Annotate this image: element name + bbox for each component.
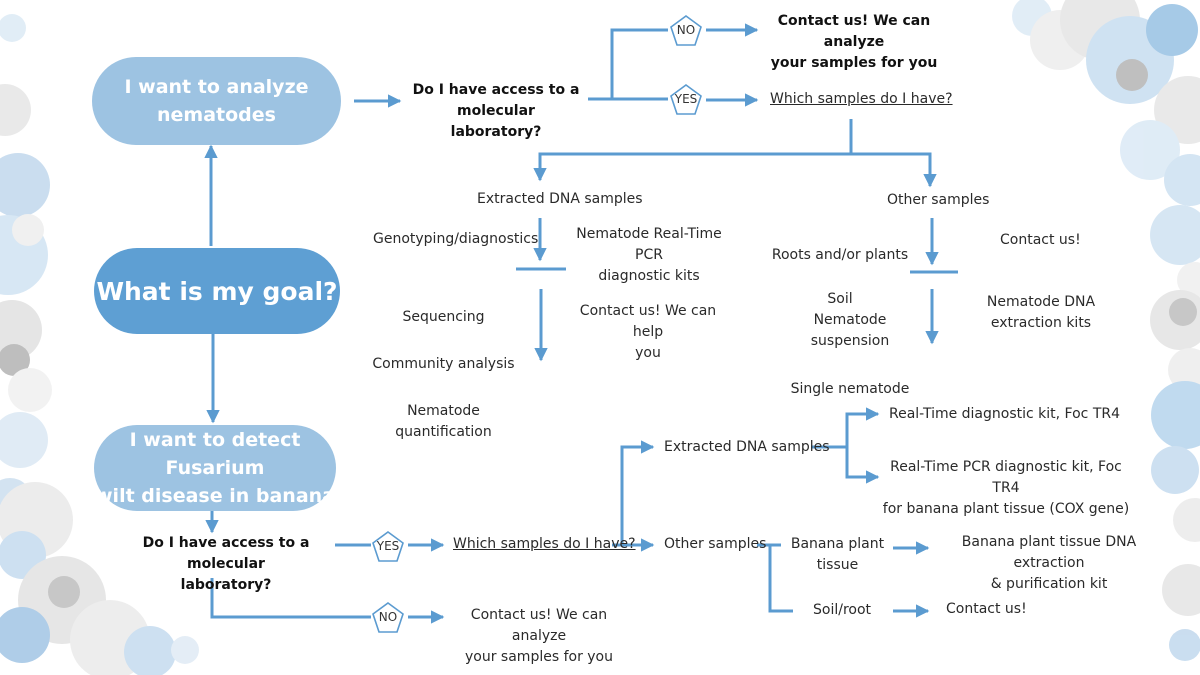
fusarium-banana-tissue: Banana plant tissue — [790, 536, 885, 573]
branch-lab-split — [588, 28, 668, 101]
nematode-genotyping: Genotyping/diagnostics — [373, 231, 539, 247]
badge-no-fusarium-label: NO — [378, 610, 398, 624]
nematode-other-contact: Contact us! — [1000, 232, 1081, 248]
nematode-other-title: Other samples — [887, 192, 990, 208]
badge-no-label: NO — [676, 23, 696, 37]
fusarium-other-title: Other samples — [664, 536, 767, 552]
nematode-single: Single nematode — [790, 381, 910, 397]
pill-detect-fusarium: I want to detect Fusarium wilt disease i… — [94, 425, 336, 511]
nematode-which-samples: Which samples do I have? — [770, 91, 953, 107]
fusarium-contact: Contact us! — [946, 601, 1027, 617]
pill-analyze-nematodes: I want to analyze nematodes — [92, 57, 341, 145]
nematode-dna-title: Extracted DNA samples — [477, 191, 643, 207]
nematode-other-list: Nematode suspension Single nematode — [775, 289, 925, 421]
badge-yes: YES — [669, 83, 703, 117]
nematode-soil: Soil — [827, 291, 853, 307]
nematode-lab-question: Do I have access to a molecular laborato… — [412, 82, 580, 140]
badge-yes-fusarium-label: YES — [376, 539, 400, 553]
fusarium-kit-1: Real-Time diagnostic kit, Foc TR4 — [889, 406, 1120, 422]
badge-yes-label: YES — [674, 92, 698, 106]
fusarium-banana-kit: Banana plant tissue DNA extraction & pur… — [961, 534, 1137, 592]
nematode-sequencing: Sequencing — [402, 309, 485, 325]
badge-no-fusarium: NO — [371, 601, 405, 635]
fusarium-which-samples: Which samples do I have? — [453, 536, 636, 552]
pill-goal: What is my goal? — [94, 248, 340, 334]
nematode-other-left: Roots and/or plants Soil — [770, 224, 910, 331]
nematode-realtime-kits: Nematode Real-Time PCR diagnostic kits — [576, 226, 722, 284]
fusarium-kit-2: Real-Time PCR diagnostic kit, Foc TR4 fo… — [882, 459, 1130, 517]
fusarium-contact-analyze: Contact us! We can analyze your samples … — [465, 607, 613, 665]
nematode-contact-analyze: Contact us! We can analyze your samples … — [770, 13, 938, 71]
nematode-suspension: Nematode suspension — [810, 312, 890, 349]
fusarium-lab-question: Do I have access to a molecular laborato… — [142, 535, 310, 593]
nematode-quantification: Nematode quantification — [395, 403, 492, 440]
nematode-dna-list: Sequencing Community analysis Nematode q… — [366, 286, 521, 464]
badge-yes-fusarium: YES — [371, 530, 405, 564]
fusarium-dna-title: Extracted DNA samples — [664, 439, 830, 455]
nematode-roots: Roots and/or plants — [771, 247, 909, 263]
nematode-extraction-kits: Nematode DNA extraction kits — [986, 294, 1096, 331]
nematode-community: Community analysis — [372, 356, 515, 372]
nematode-contact-help: Contact us! We can help you — [579, 303, 717, 361]
badge-no: NO — [669, 14, 703, 48]
fusarium-soil-root: Soil/root — [813, 602, 872, 618]
